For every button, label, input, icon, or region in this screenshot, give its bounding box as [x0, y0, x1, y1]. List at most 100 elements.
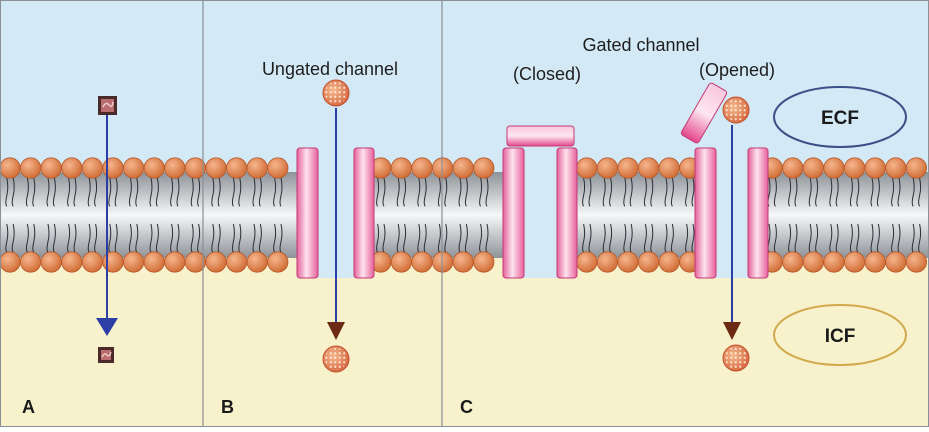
lipid-tail: [629, 223, 633, 253]
phospholipid-head: [782, 157, 804, 179]
lipid-tail: [376, 177, 380, 207]
lipid-tail: [11, 177, 15, 207]
closed-gated-channel-pore: [524, 148, 557, 278]
lipid-tail: [835, 177, 839, 207]
phospholipid-head: [617, 157, 639, 179]
lipid-tail: [149, 223, 153, 253]
lipid-tail: [444, 223, 448, 253]
lipid-tail: [891, 223, 895, 253]
phospholipid-head: [0, 251, 21, 273]
lipid-tail: [897, 177, 901, 207]
lipid-tail: [623, 223, 627, 253]
lipid-tail: [382, 223, 386, 253]
phospholipid-head: [20, 157, 42, 179]
phospholipid-head: [123, 157, 145, 179]
membrane-core: [0, 172, 929, 258]
phospholipid-head: [802, 251, 825, 273]
lipid-tail: [876, 177, 880, 207]
opened-gate: [680, 82, 728, 144]
lipid-tail: [808, 223, 812, 253]
lipid-tail: [437, 177, 441, 207]
lipid-tail: [664, 223, 668, 253]
panel-label-c: C: [460, 397, 473, 417]
lipid-tail: [279, 223, 283, 253]
closed-gate: [506, 125, 575, 147]
opened-channel-left-wall: [694, 147, 717, 279]
phospholipid-head: [123, 251, 145, 273]
lipid-tail: [815, 177, 819, 207]
lipid-tail: [279, 177, 283, 207]
icf-label: ICF: [825, 326, 856, 347]
phospholipid-head: [143, 157, 165, 179]
lipid-tail: [808, 177, 812, 207]
phospholipid-head: [267, 251, 289, 273]
phospholipid-head: [0, 157, 21, 179]
lipid-tail: [273, 177, 277, 207]
lipid-tail: [376, 223, 380, 253]
lipid-tail: [238, 223, 242, 253]
phospholipid-head: [637, 157, 660, 179]
lipid-tail: [5, 223, 9, 253]
phospholipid-head: [782, 251, 804, 273]
lipid-tail: [155, 177, 159, 207]
ion-arrow-ungated-head: [327, 322, 345, 340]
phospholipid-head: [390, 157, 412, 179]
lipid-tail: [5, 177, 9, 207]
lipid-tail: [670, 177, 674, 207]
lipid-tail: [197, 223, 201, 253]
lipid-tail: [128, 177, 132, 207]
lipid-tail: [114, 223, 118, 253]
phospholipid-head: [885, 251, 907, 273]
phospholipid-head: [576, 157, 598, 179]
phospholipid-head: [843, 251, 866, 273]
ungated-channel-left-wall: [296, 147, 319, 279]
lipid-tail: [670, 223, 674, 253]
lipid-tail: [691, 223, 695, 253]
lipid-tail: [829, 223, 833, 253]
lipid-tail: [650, 177, 654, 207]
lipid-tail: [94, 177, 98, 207]
diffusion-arrow-a-head: [96, 318, 118, 336]
square-molecule-icon: [98, 96, 117, 115]
lipid-tail: [273, 223, 277, 253]
phospholipid-head: [61, 251, 83, 273]
closed-channel-label: (Closed): [513, 64, 581, 84]
lipid-tail: [458, 177, 462, 207]
phospholipid-head: [20, 251, 42, 273]
closed-channel-left-wall: [502, 147, 525, 279]
lipid-tail: [588, 177, 592, 207]
lipid-tail: [176, 177, 180, 207]
phospholipid-head: [658, 251, 680, 273]
lipid-tail: [815, 223, 819, 253]
lipid-tail: [835, 223, 839, 253]
lipid-tail: [396, 177, 400, 207]
gated-channel-title: Gated channel: [582, 35, 699, 55]
phospholipid-head: [864, 251, 886, 273]
lipid-tail: [849, 177, 853, 207]
phospholipid-head: [637, 251, 660, 273]
opened-channel-right-wall: [747, 147, 769, 279]
lipid-tail: [197, 177, 201, 207]
phospholipid-head: [452, 157, 474, 179]
round-ion-icon: [722, 96, 750, 124]
lipid-tail: [918, 223, 922, 253]
lipid-tail: [897, 223, 901, 253]
lipid-tail: [190, 223, 194, 253]
phospholipid-head: [164, 157, 186, 179]
phospholipid-head: [905, 157, 928, 179]
lipid-tail: [582, 223, 586, 253]
lipid-tail: [258, 223, 262, 253]
lipid-tail: [458, 223, 462, 253]
lipid-tail: [479, 223, 483, 253]
lipid-tail: [114, 177, 118, 207]
lipid-tail: [128, 223, 132, 253]
lipid-tail: [73, 223, 77, 253]
ion-arrow-gated-head: [723, 322, 741, 340]
phospholipid-head: [267, 157, 289, 179]
lipid-tail: [217, 223, 221, 253]
phospholipid-head: [411, 157, 433, 179]
phospholipid-head: [658, 157, 680, 179]
lipid-tail: [217, 177, 221, 207]
ungated-channel-title: Ungated channel: [262, 59, 398, 79]
round-ion-icon: [322, 345, 350, 373]
